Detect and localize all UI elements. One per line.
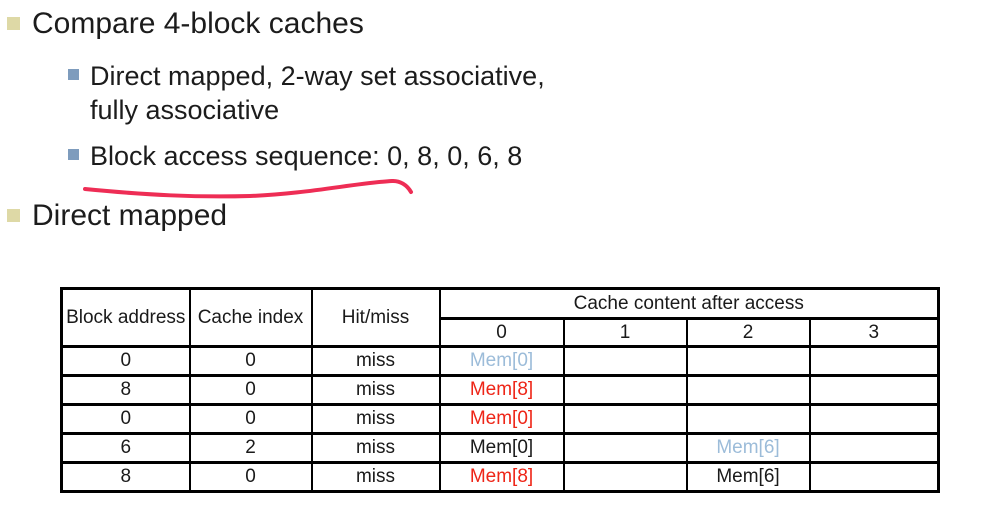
cell-block-address: 8: [60, 461, 191, 493]
cell-block-address: 6: [60, 432, 191, 464]
cell-way3: [808, 345, 940, 377]
header-way-0: 0: [438, 317, 565, 348]
header-way-3: 3: [808, 317, 940, 348]
header-cache-content: Cache content after access: [438, 287, 940, 320]
table-row: 0 0 miss Mem[0]: [60, 403, 940, 435]
cell-way2: Mem[6]: [685, 432, 811, 464]
cell-way1: [562, 461, 688, 493]
cell-way3: [808, 432, 940, 464]
level2-bullet-icon: [68, 69, 79, 80]
header-hit-miss: Hit/miss: [310, 287, 441, 348]
cell-way3: [808, 403, 940, 435]
cell-cache-index: 2: [188, 432, 313, 464]
cell-way1: [562, 403, 688, 435]
bullet-direct-mapped-text: Direct mapped: [32, 199, 228, 232]
bullet-compare-caches: Compare 4-block caches: [7, 6, 364, 41]
level1-bullet-icon: [7, 17, 20, 30]
bullet-access-sequence: Block access sequence: 0, 8, 0, 6, 8: [68, 139, 522, 173]
cell-way0: Mem[0]: [438, 345, 565, 377]
bullet-access-sequence-text: Block access sequence: 0, 8, 0, 6, 8: [90, 141, 523, 171]
cell-way0: Mem[0]: [438, 432, 565, 464]
cell-way1: [562, 345, 688, 377]
cell-hit-miss: miss: [310, 461, 441, 493]
cell-cache-index: 0: [188, 461, 313, 493]
cell-block-address: 0: [60, 345, 191, 377]
cell-hit-miss: miss: [310, 432, 441, 464]
cell-hit-miss: miss: [310, 403, 441, 435]
table-row: 8 0 miss Mem[8] Mem[6]: [60, 461, 940, 493]
cell-way2: [685, 374, 811, 406]
level1-bullet-icon: [7, 209, 20, 222]
bullet-cache-types-text: Direct mapped, 2-way set associative, fu…: [90, 61, 545, 125]
header-way-1: 1: [562, 317, 688, 348]
cell-way0: Mem[8]: [438, 461, 565, 493]
cell-cache-index: 0: [188, 374, 313, 406]
bullet-direct-mapped: Direct mapped: [7, 198, 227, 233]
cell-way1: [562, 374, 688, 406]
cell-block-address: 0: [60, 403, 191, 435]
cell-hit-miss: miss: [310, 374, 441, 406]
header-block-address: Block address: [60, 287, 191, 348]
cell-way1: [562, 432, 688, 464]
cell-way0: Mem[8]: [438, 374, 565, 406]
table-row: 0 0 miss Mem[0]: [60, 345, 940, 377]
cell-way2: [685, 345, 811, 377]
table-row: 8 0 miss Mem[8]: [60, 374, 940, 406]
cell-way2: [685, 403, 811, 435]
table-row: 6 2 miss Mem[0] Mem[6]: [60, 432, 940, 464]
bullet-cache-types: Direct mapped, 2-way set associative, fu…: [68, 59, 590, 127]
hand-drawn-underline-annotation: [83, 178, 413, 199]
bullet-compare-text: Compare 4-block caches: [32, 7, 364, 40]
header-way-2: 2: [685, 317, 811, 348]
level2-bullet-icon: [68, 149, 79, 160]
cell-way2: Mem[6]: [685, 461, 811, 493]
cell-way3: [808, 374, 940, 406]
cell-block-address: 8: [60, 374, 191, 406]
cell-cache-index: 0: [188, 345, 313, 377]
cell-cache-index: 0: [188, 403, 313, 435]
header-cache-index: Cache index: [188, 287, 313, 348]
cell-way3: [808, 461, 940, 493]
cell-hit-miss: miss: [310, 345, 441, 377]
cell-way0: Mem[0]: [438, 403, 565, 435]
direct-mapped-cache-table: Block address Cache index Hit/miss Cache…: [60, 287, 940, 493]
